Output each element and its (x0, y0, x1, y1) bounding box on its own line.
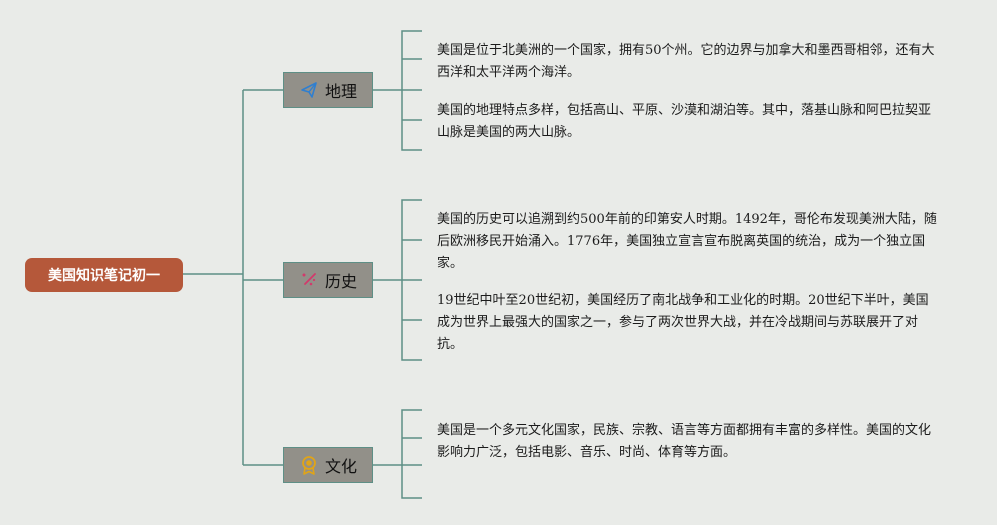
note-history-2: 19世纪中叶至20世纪初，美国经历了南北战争和工业化的时期。20世纪下半叶，美国… (437, 293, 929, 352)
note-geography-1: 美国是位于北美洲的一个国家，拥有50个州。它的边界与加拿大和墨西哥相邻，还有大西… (437, 43, 935, 80)
topic-geography[interactable]: 地理 (283, 72, 373, 108)
note-history-1: 美国的历史可以追溯到约500年前的印第安人时期。1492年，哥伦布发现美洲大陆，… (437, 212, 937, 271)
note-geography-2: 美国的地理特点多样，包括高山、平原、沙漠和湖泊等。其中，落基山脉和阿巴拉契亚山脉… (437, 103, 932, 140)
history-bracket (401, 199, 422, 361)
award-medal-icon (299, 455, 319, 475)
root-topic[interactable]: 美国知识笔记初一 (25, 258, 183, 292)
root-topic-label: 美国知识笔记初一 (48, 268, 160, 284)
geo-bracket (401, 30, 422, 151)
note-culture-1: 美国是一个多元文化国家，民族、宗教、语言等方面都拥有丰富的多样性。美国的文化影响… (437, 423, 932, 460)
topic-label: 地理 (324, 82, 357, 101)
topic-culture[interactable]: 文化 (283, 447, 373, 483)
magic-wand-icon (299, 270, 319, 290)
topic-history[interactable]: 历史 (283, 262, 373, 298)
culture-bracket (401, 409, 422, 499)
topic-label: 历史 (324, 272, 357, 291)
topic-label: 文化 (324, 457, 357, 476)
paper-plane-icon (299, 80, 319, 100)
